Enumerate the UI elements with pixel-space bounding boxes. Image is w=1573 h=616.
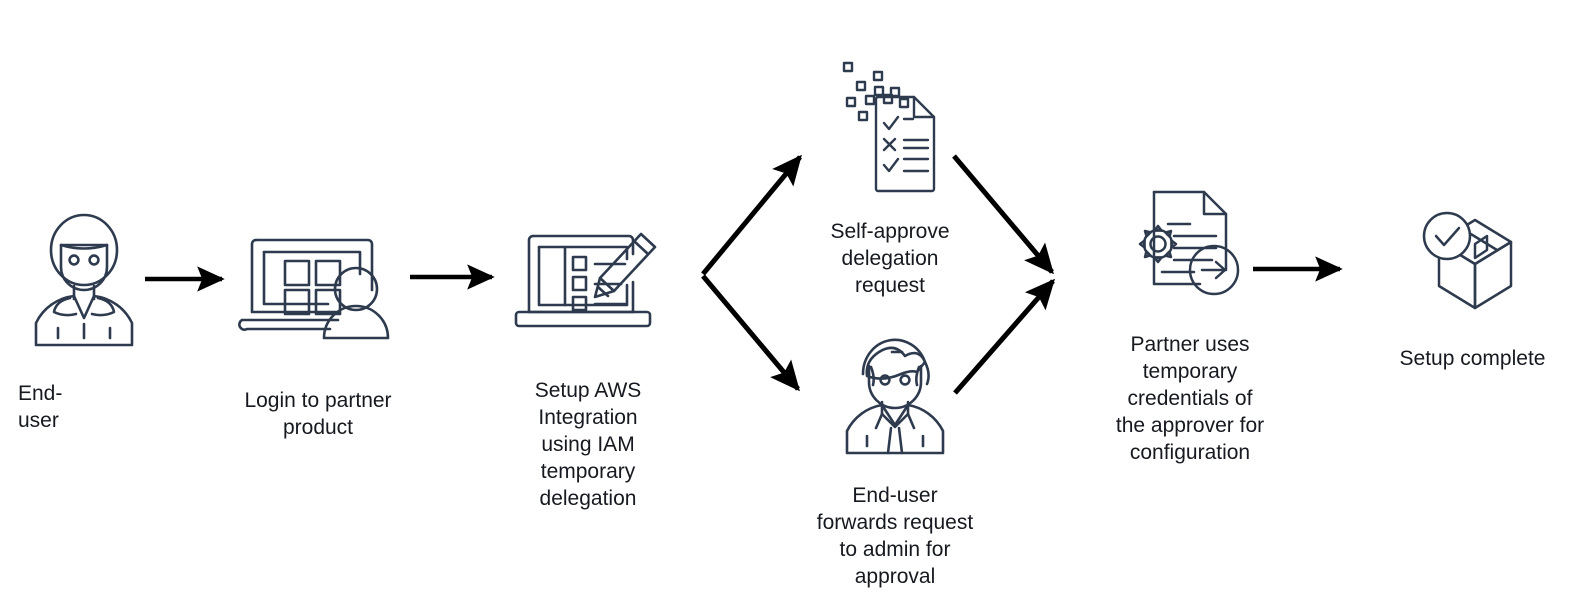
document-gear-arrow-icon	[1130, 186, 1250, 309]
node-label: Setup AWS Integration using IAM temporar…	[534, 379, 642, 510]
box-check-complete-icon	[1417, 206, 1529, 319]
node-end-user-forwards-request: End-user forwards request to admin for a…	[800, 322, 990, 590]
node-setup-aws-integration: Setup AWS Integration using IAM temporar…	[498, 228, 678, 512]
node-partner-uses-temporary-credentials: Partner uses temporary credentials of th…	[1090, 186, 1290, 466]
node-label: End- user	[18, 382, 63, 432]
node-label: End-user forwards request to admin for a…	[816, 484, 974, 588]
arrow-setup-to-forward-admin	[701, 274, 800, 392]
laptop-dashboard-user-icon	[238, 232, 398, 347]
node-login-to-partner-product: Login to partner product	[228, 232, 408, 441]
node-end-user: End- user	[18, 212, 150, 434]
person-avatar-icon	[28, 212, 140, 352]
admin-avatar-icon	[839, 322, 951, 460]
node-label: Login to partner product	[244, 389, 392, 439]
node-label: Partner uses temporary credentials of th…	[1115, 333, 1265, 464]
node-label: Self-approve delegation request	[830, 220, 950, 297]
node-label: Setup complete	[1399, 347, 1546, 370]
node-self-approve-delegation-request: Self-approve delegation request	[800, 55, 980, 299]
node-setup-complete: Setup complete	[1380, 206, 1565, 372]
arrow-setup-to-self-approve	[701, 154, 802, 276]
laptop-checklist-pencil-icon	[513, 228, 663, 341]
checklist-document-dissolve-icon	[830, 55, 950, 200]
